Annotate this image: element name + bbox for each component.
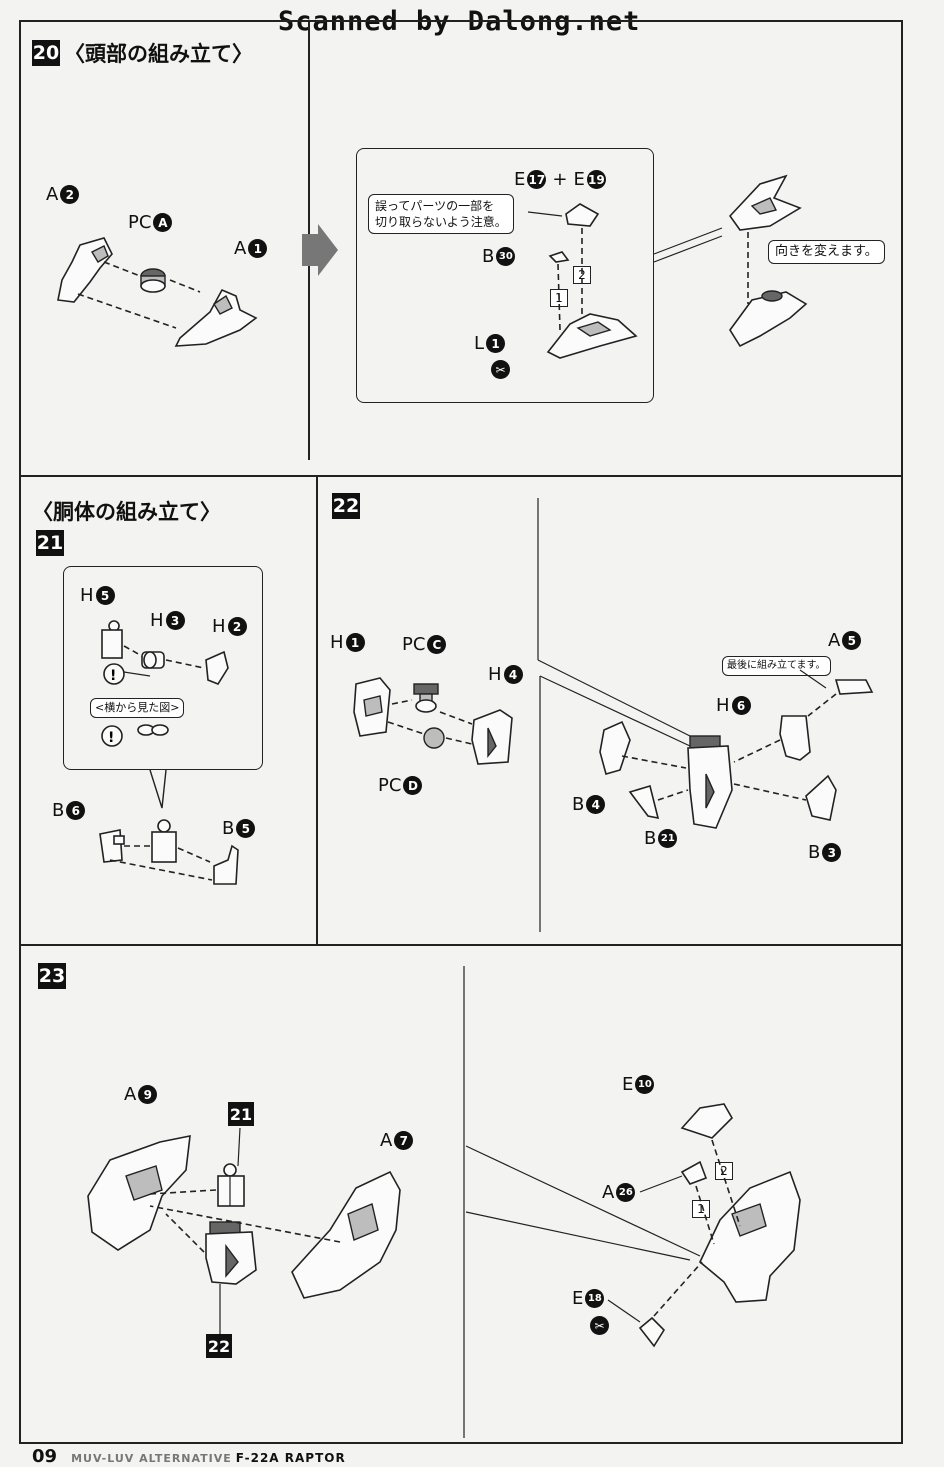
order-2-23: 2 <box>715 1162 733 1180</box>
step21-number: 21 <box>36 530 64 556</box>
side-view-note: <横から見た図> <box>90 698 185 718</box>
step23-number: 23 <box>38 963 66 989</box>
step22-number: 22 <box>332 493 360 519</box>
step21-inset <box>63 566 263 770</box>
ref-21: 21 <box>228 1102 254 1126</box>
series-name: MUV-LUV ALTERNATIVE <box>71 1452 232 1465</box>
step20-inset <box>356 148 654 403</box>
last-note: 最後に組み立てます。 <box>722 656 831 676</box>
step20-number: 20 <box>32 40 60 66</box>
svg-text:!: ! <box>108 730 114 746</box>
page-number: 09 <box>32 1446 58 1467</box>
divider-21-22 <box>316 475 318 945</box>
svg-text:!: ! <box>110 668 116 684</box>
torso-title: 〈胴体の組み立て〉 <box>32 500 221 524</box>
divider-row2 <box>19 944 903 946</box>
model-name: F-22A RAPTOR <box>235 1451 346 1465</box>
rotate-note: 向きを変えます。 <box>768 240 885 264</box>
step20-heading: 〈頭部の組み立て〉 <box>64 42 253 66</box>
cut-icon-2: ✂ <box>590 1316 609 1335</box>
step22-number-wrap: 22 <box>332 493 360 519</box>
divider-row1 <box>19 475 903 477</box>
step20-title: 20 〈頭部の組み立て〉 <box>32 38 253 68</box>
warning-note: 誤ってパーツの一部を切り取らないよう注意。 <box>368 194 514 234</box>
page-frame <box>19 20 903 1444</box>
step21-number-wrap: 21 <box>36 530 64 556</box>
cut-icon: ✂ <box>491 360 510 379</box>
step23-number-wrap: 23 <box>38 963 66 989</box>
footer: 09 MUV-LUV ALTERNATIVE F-22A RAPTOR <box>32 1446 346 1467</box>
ref-22: 22 <box>206 1334 232 1358</box>
